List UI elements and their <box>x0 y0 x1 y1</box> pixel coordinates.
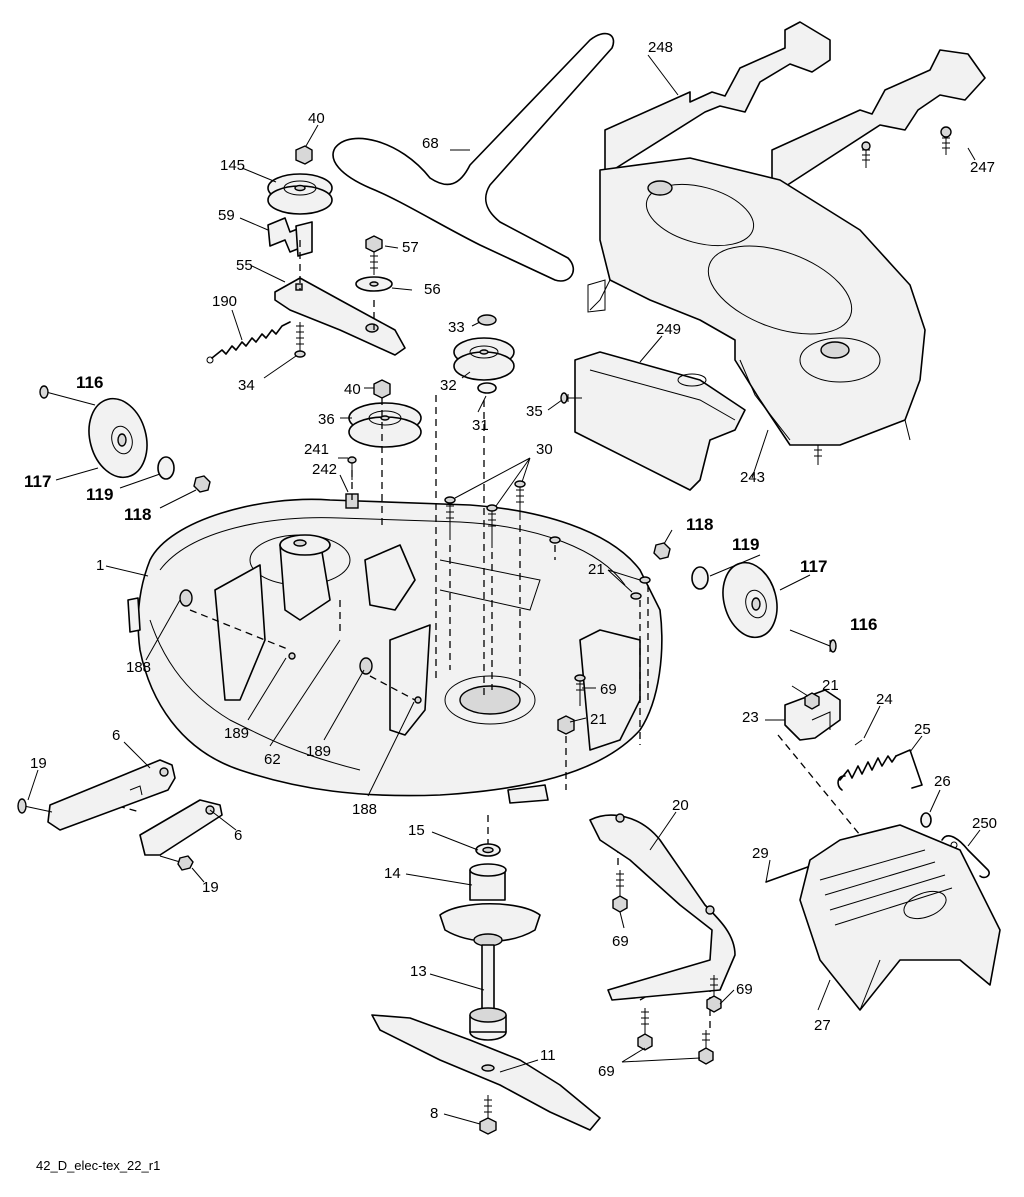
part-labels: 248 247 68 40 145 59 57 55 56 190 33 249… <box>24 39 997 1122</box>
label-35: 35 <box>526 403 543 420</box>
label-23: 23 <box>742 709 759 726</box>
label-15: 15 <box>408 822 425 839</box>
leader-lines <box>27 54 981 1125</box>
label-69-b: 69 <box>612 933 629 950</box>
link-6-upper <box>47 759 176 831</box>
label-117-left: 117 <box>24 472 51 491</box>
label-11: 11 <box>540 1047 556 1064</box>
idler-pulley-36 <box>348 379 422 448</box>
idler-pulley-145 <box>267 145 333 215</box>
label-189-left: 189 <box>224 725 249 742</box>
label-248: 248 <box>648 39 673 56</box>
label-31: 31 <box>472 417 489 434</box>
label-34: 34 <box>238 377 255 394</box>
label-21-a: 21 <box>588 561 605 578</box>
label-247: 247 <box>970 159 995 176</box>
bolt-34 <box>294 322 306 358</box>
wheel-assembly-left <box>39 385 211 493</box>
bracket-20 <box>589 813 736 1065</box>
label-19-lower: 19 <box>202 879 219 896</box>
shield-bolts <box>861 126 952 168</box>
label-68: 68 <box>422 135 439 152</box>
label-190: 190 <box>212 293 237 310</box>
shield-248 <box>604 21 831 176</box>
label-188-left: 188 <box>126 659 151 676</box>
bolt-35 <box>560 392 582 404</box>
bolt-57-washer-56 <box>355 235 393 292</box>
label-117-right: 117 <box>800 557 827 576</box>
bracket-59 <box>267 217 313 257</box>
label-29: 29 <box>752 845 769 862</box>
label-118-left: 118 <box>124 505 151 524</box>
label-119-right: 119 <box>732 535 759 554</box>
label-145: 145 <box>220 157 245 174</box>
pulley-32 <box>453 314 515 394</box>
label-26: 26 <box>934 773 951 790</box>
label-57: 57 <box>402 239 419 256</box>
diagram-caption: 42_D_elec-tex_22_r1 <box>36 1158 161 1173</box>
washer-26 <box>920 812 932 828</box>
spring-190 <box>206 321 291 364</box>
label-55: 55 <box>236 257 253 274</box>
label-119-left: 119 <box>86 485 113 504</box>
spring-25 <box>837 749 923 791</box>
wheel-assembly-right <box>653 542 837 653</box>
label-59: 59 <box>218 207 235 224</box>
label-40-mid: 40 <box>344 381 361 398</box>
label-116-right: 116 <box>850 615 877 634</box>
drive-belt-68 <box>332 32 615 282</box>
label-62: 62 <box>264 751 281 768</box>
label-69-c: 69 <box>736 981 753 998</box>
label-36: 36 <box>318 411 335 428</box>
label-25: 25 <box>914 721 931 738</box>
label-116-left: 116 <box>76 373 103 392</box>
shield-247 <box>771 49 986 196</box>
link-6-lower <box>139 799 223 856</box>
pin-24 <box>854 739 863 746</box>
idler-arm-55 <box>274 277 406 356</box>
label-241: 241 <box>304 441 329 458</box>
label-1: 1 <box>96 557 104 574</box>
label-189-right: 189 <box>306 743 331 760</box>
label-249: 249 <box>656 321 681 338</box>
mower-deck-1 <box>127 498 663 804</box>
label-20: 20 <box>672 797 689 814</box>
label-24: 24 <box>876 691 893 708</box>
deck-cover-243 <box>587 157 926 465</box>
label-13: 13 <box>410 963 427 980</box>
label-250: 250 <box>972 815 997 832</box>
label-30: 30 <box>536 441 553 458</box>
bolts-19 <box>17 798 194 871</box>
label-242: 242 <box>312 461 337 478</box>
label-40-top: 40 <box>308 110 325 127</box>
label-32: 32 <box>440 377 457 394</box>
discharge-chute-27 <box>799 824 1001 1011</box>
label-188-right: 188 <box>352 801 377 818</box>
label-69-d: 69 <box>598 1063 615 1080</box>
label-6-upper: 6 <box>112 727 120 744</box>
label-19-upper: 19 <box>30 755 47 772</box>
label-118-right: 118 <box>686 515 713 534</box>
nuts-21 <box>549 536 651 735</box>
label-56: 56 <box>424 281 441 298</box>
cover-249 <box>574 351 746 491</box>
label-69-a: 69 <box>600 681 617 698</box>
label-21-b: 21 <box>822 677 839 694</box>
label-8: 8 <box>430 1105 438 1122</box>
spindle-assembly <box>371 843 601 1135</box>
label-33: 33 <box>448 319 465 336</box>
label-14: 14 <box>384 865 401 882</box>
label-27: 27 <box>814 1017 831 1034</box>
label-243: 243 <box>740 469 765 486</box>
label-21-c: 21 <box>590 711 607 728</box>
label-6-lower: 6 <box>234 827 242 844</box>
bracket-23 <box>784 689 841 741</box>
